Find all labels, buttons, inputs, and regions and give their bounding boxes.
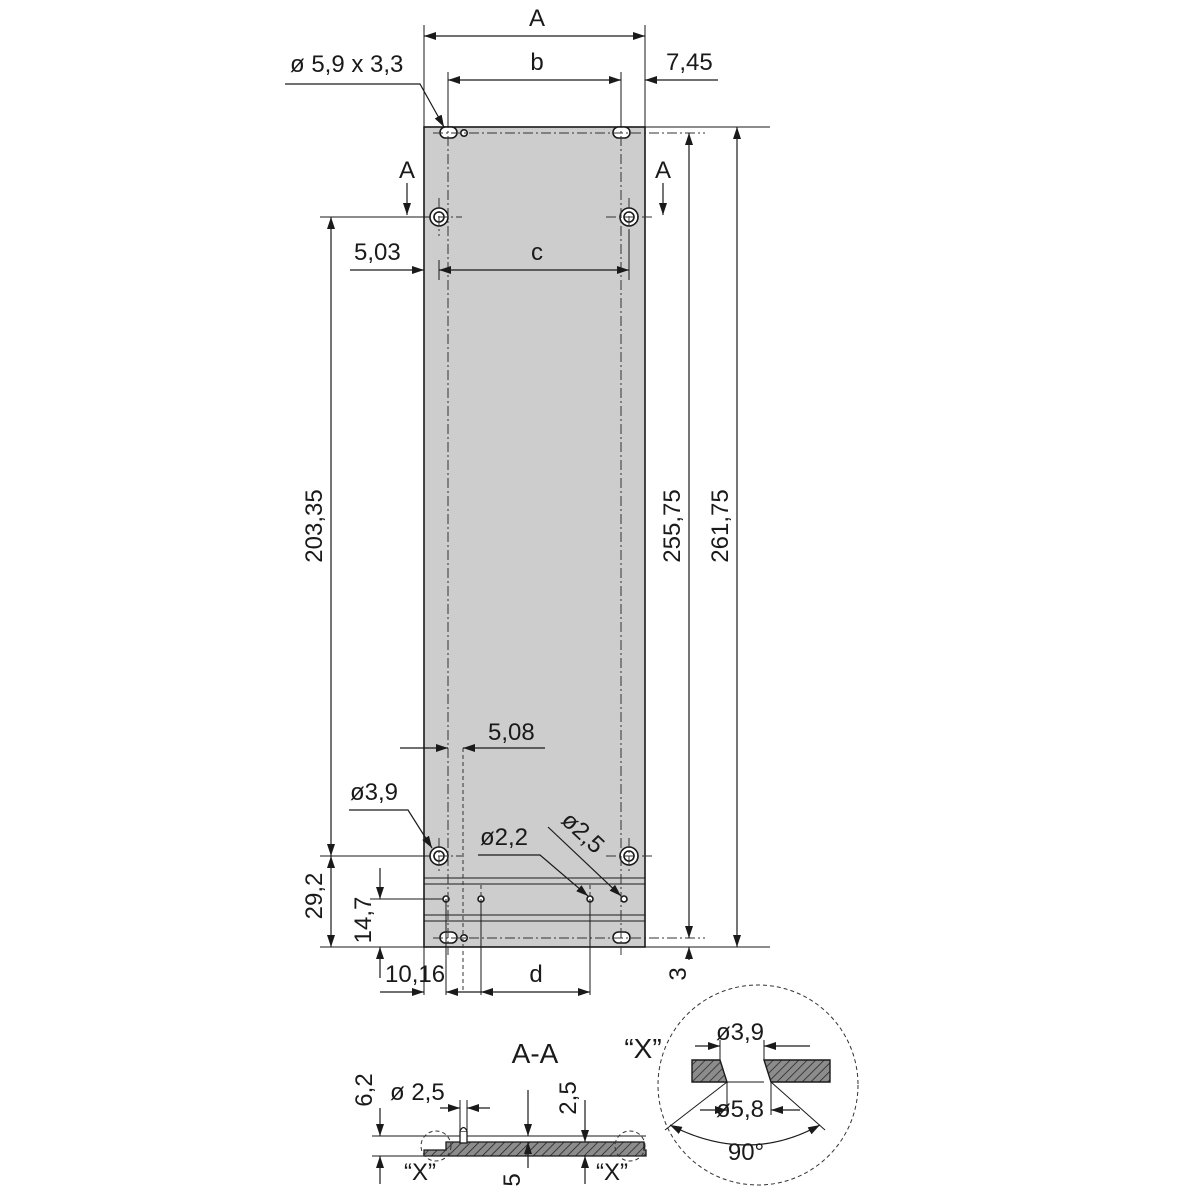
detail-angle-arc	[669, 1124, 821, 1146]
dim-label-261-75: 261,75	[707, 489, 734, 562]
detail-cs-label: ø5,8	[716, 1096, 764, 1123]
slot-label: ø 5,9 x 3,3	[290, 51, 403, 78]
dim-label-c: c	[531, 239, 543, 266]
section-title: A-A	[512, 1038, 559, 1069]
slot-leader	[285, 83, 445, 128]
dim-label-5-03: 5,03	[354, 239, 401, 266]
dim-label-10-16: 10,16	[385, 961, 445, 988]
hole-22-leader	[478, 854, 589, 897]
dim-label-29-2: 29,2	[301, 873, 328, 920]
detail-plate-left	[691, 1059, 728, 1083]
dim-label-2-5: 2,5	[555, 1081, 582, 1114]
detail-bore-label: ø3,9	[716, 1019, 764, 1046]
dim-label-255-75: 255,75	[659, 489, 686, 562]
dim-label-d: d	[529, 961, 542, 988]
front-panel	[423, 126, 646, 948]
section-pin-tip	[459, 1126, 468, 1132]
extension-lines	[320, 25, 770, 995]
detail-mark-left: “X”	[404, 1159, 436, 1186]
hole-22-label: ø2,2	[480, 824, 528, 851]
dim-label-3: 3	[665, 967, 692, 980]
section-mark-left: A	[399, 157, 415, 184]
detail-view: “X” ø3,9 ø5,8 90°	[624, 984, 859, 1186]
dim-label-b: b	[530, 49, 543, 76]
detail-mark-left-circle	[420, 1130, 452, 1162]
section-view: A-A “X” “X” 6,2 ø 2,5 2,5 5	[351, 1038, 647, 1187]
dim-label-5-08: 5,08	[488, 719, 535, 746]
detail-angle-leg-right	[770, 1081, 826, 1131]
dim-label-A: A	[529, 5, 545, 32]
detail-mark-right-circle	[614, 1130, 646, 1162]
detail-label: “X”	[624, 1033, 661, 1064]
dim-label-6-2: 6,2	[351, 1073, 378, 1106]
hole-25-leader	[547, 826, 622, 897]
detail-angle-leg-left	[664, 1081, 728, 1131]
pin-25-label: ø 2,5	[390, 1079, 445, 1106]
section-mark-right: A	[655, 157, 671, 184]
front-view: A b 7,45 ø 5,9 x 3,3 A A 5,03 c 203,35 2…	[285, 5, 770, 996]
dim-label-14-7: 14,7	[350, 897, 377, 944]
detail-mark-right: “X”	[596, 1159, 628, 1186]
section-pin	[459, 1130, 468, 1144]
dim-label-7-45: 7,45	[666, 49, 713, 76]
section-profile	[423, 1141, 647, 1157]
detail-plate-right	[763, 1059, 831, 1083]
dim-label-5: 5	[499, 1173, 526, 1186]
pin-hole	[620, 895, 628, 903]
detail-circle	[657, 984, 859, 1186]
dim-label-203-35: 203,35	[301, 489, 328, 562]
hole-39-label: ø3,9	[350, 779, 398, 806]
hole-39-leader	[349, 809, 433, 849]
detail-angle-label: 90°	[728, 1139, 764, 1166]
